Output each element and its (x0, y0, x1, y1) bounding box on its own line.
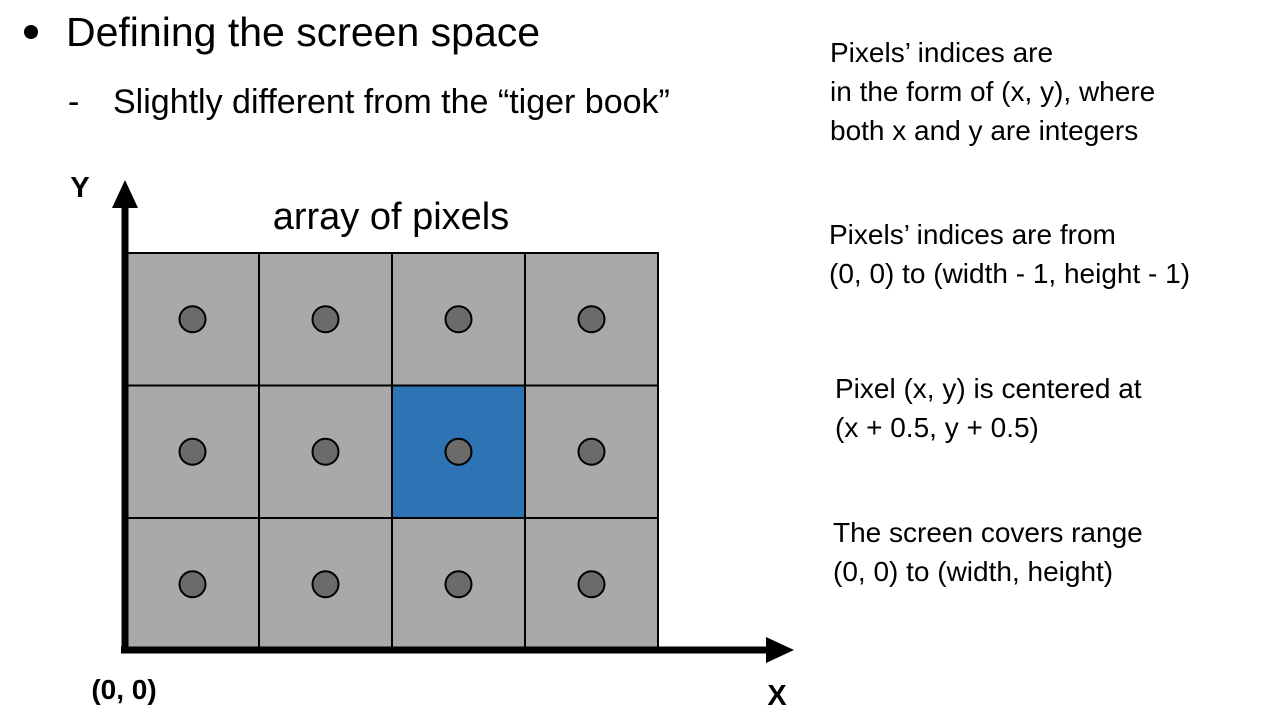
note-line: (0, 0) to (width - 1, height - 1) (829, 258, 1191, 289)
note-line: (0, 0) to (width, height) (833, 556, 1114, 587)
pixel-center-dot (311, 437, 340, 466)
bullet-dot (24, 25, 38, 39)
pixel-center-dot (577, 305, 606, 334)
note-line: both x and y are integers (830, 115, 1139, 146)
pixel-center-dot (577, 570, 606, 599)
pixel-center-dot (178, 305, 207, 334)
main-bullet-text: Defining the screen space (66, 9, 541, 55)
note-pixel-index-range: Pixels’ indices are from (0, 0) to (widt… (829, 215, 1190, 293)
pixel-center-dot (311, 305, 340, 334)
pixel-grid (125, 252, 659, 652)
diagram-title: array of pixels (273, 196, 510, 238)
note-line: Pixel (x, y) is centered at (835, 373, 1142, 404)
note-pixel-index-form: Pixels’ indices are in the form of (x, y… (830, 33, 1155, 150)
pixel-center-dot (178, 437, 207, 466)
y-axis-label: Y (70, 172, 89, 204)
pixel-center-dot (178, 570, 207, 599)
note-line: Pixels’ indices are (830, 37, 1054, 68)
x-axis-arrowhead (766, 637, 794, 663)
pixel-array-diagram: array of pixels Y X (0, 0) (70, 172, 794, 712)
note-pixel-center: Pixel (x, y) is centered at (x + 0.5, y … (835, 369, 1142, 447)
pixel-center-dot (444, 437, 473, 466)
pixel-center-dot (444, 570, 473, 599)
note-line: (x + 0.5, y + 0.5) (835, 412, 1039, 443)
note-screen-range: The screen covers range (0, 0) to (width… (833, 513, 1143, 591)
x-axis-label: X (767, 680, 787, 712)
sub-bullet-dash: - (68, 83, 80, 121)
pixel-center-dot (444, 305, 473, 334)
origin-label: (0, 0) (91, 674, 156, 705)
y-axis-arrowhead (112, 180, 138, 208)
pixel-center-dot (577, 437, 606, 466)
note-line: The screen covers range (833, 517, 1143, 548)
pixel-center-dot (311, 570, 340, 599)
sub-bullet-text: Slightly different from the “tiger book” (113, 83, 670, 121)
note-line: Pixels’ indices are from (829, 219, 1116, 250)
note-line: in the form of (x, y), where (830, 76, 1156, 107)
